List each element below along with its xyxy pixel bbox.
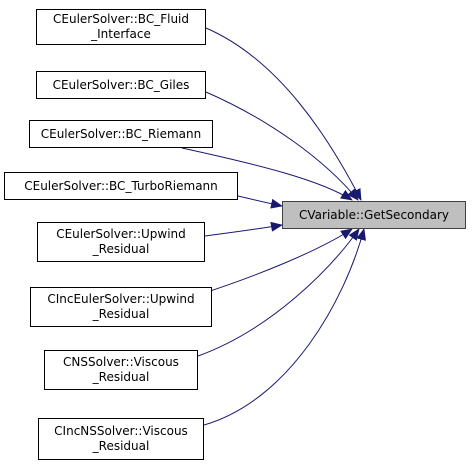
node-label-line: CIncEulerSolver::Upwind <box>47 292 195 306</box>
node-label-line: _Residual <box>92 307 150 321</box>
node-label-line: CEulerSolver::Upwind <box>56 227 186 241</box>
node-bc-turbo-riemann[interactable]: CEulerSolver::BC_TurboRiemann <box>4 172 238 200</box>
node-label-line: CNSSolver::Viscous <box>63 355 179 369</box>
edge-inc-euler-upwind-residual <box>197 228 353 296</box>
edge-ns-viscous-residual <box>197 228 360 357</box>
edge-bc-fluid-interface <box>205 27 362 201</box>
node-label-line: CIncNSSolver::Viscous <box>54 424 188 438</box>
node-label-line: _Residual <box>92 370 150 384</box>
edge-bc-turbo-riemann <box>237 195 283 209</box>
node-ns-viscous-residual[interactable]: CNSSolver::Viscous _Residual <box>44 350 198 390</box>
edge-euler-upwind-residual <box>204 221 283 237</box>
node-label-line: CEulerSolver::BC_Fluid <box>53 12 189 26</box>
node-target-label: CVariable::GetSecondary <box>299 207 449 222</box>
node-bc-riemann[interactable]: CEulerSolver::BC_Riemann <box>29 120 213 148</box>
node-label-line: CEulerSolver::BC_Giles <box>52 77 190 92</box>
node-label-line: _Residual <box>92 439 150 453</box>
node-euler-upwind-residual[interactable]: CEulerSolver::Upwind _Residual <box>37 222 205 262</box>
edge-bc-giles <box>205 91 359 201</box>
node-target-get-secondary: CVariable::GetSecondary <box>282 201 466 229</box>
node-label-line: CEulerSolver::BC_Riemann <box>40 126 202 141</box>
node-inc-euler-upwind-residual[interactable]: CIncEulerSolver::Upwind _Residual <box>30 287 212 327</box>
node-bc-fluid-interface[interactable]: CEulerSolver::BC_Fluid _Interface <box>36 9 206 45</box>
node-label-line: CEulerSolver::BC_TurboRiemann <box>24 178 218 193</box>
edge-inc-ns-viscous-residual <box>203 228 366 426</box>
edge-bc-riemann <box>181 147 353 201</box>
node-inc-ns-viscous-residual[interactable]: CIncNSSolver::Viscous _Residual <box>38 418 204 460</box>
node-bc-giles[interactable]: CEulerSolver::BC_Giles <box>36 71 206 99</box>
node-label-line: _Residual <box>92 242 150 256</box>
node-label-line: _Interface <box>91 27 151 41</box>
